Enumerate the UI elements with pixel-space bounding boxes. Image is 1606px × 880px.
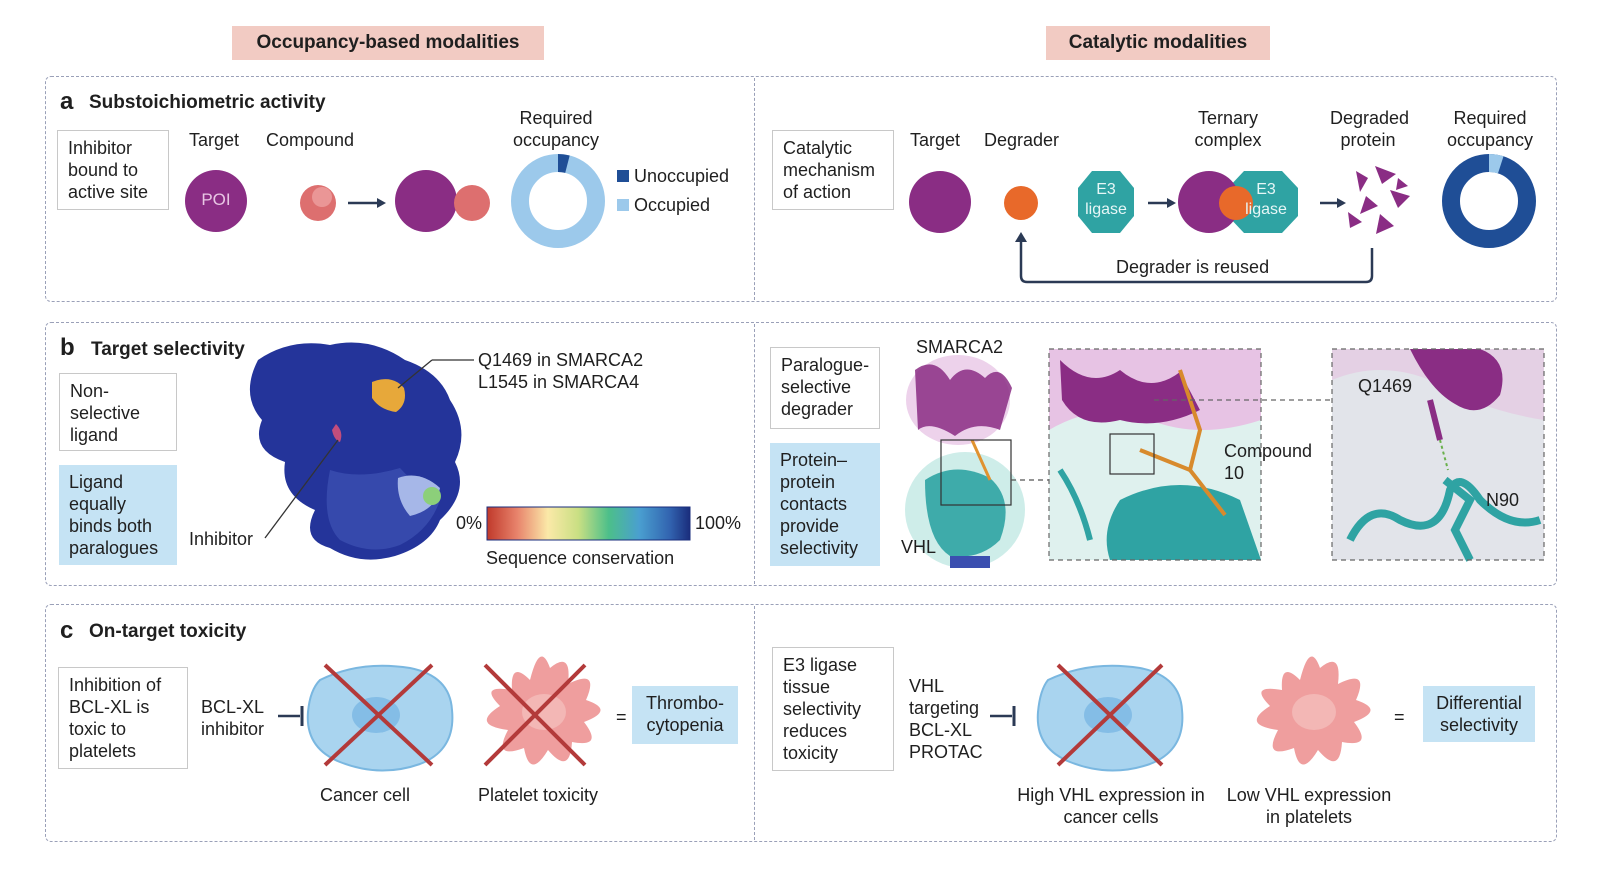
scale-title-label: Sequence conservation xyxy=(486,548,675,568)
scale-min-label: 0% xyxy=(456,513,483,533)
q1469-label: Q1469 xyxy=(1358,376,1413,396)
paralogue-selective-box: Paralogue-selective degrader xyxy=(770,347,880,429)
panel-a-title: Substoichiometric activity xyxy=(89,92,326,113)
target-label-right: Target xyxy=(910,130,961,150)
structure-zoom xyxy=(1048,348,1332,561)
ternary-e3-hexagon xyxy=(1228,171,1298,233)
poi-bound-circle xyxy=(395,170,457,232)
degraded-protein-label: Degraded protein xyxy=(1330,108,1410,150)
vhl-label: VHL xyxy=(901,537,937,557)
reuse-loop-arrow xyxy=(1019,240,1374,284)
n90-label: N90 xyxy=(1486,490,1520,510)
panel-b-letter: b xyxy=(60,334,75,361)
panel-a-letter: a xyxy=(60,88,74,115)
smarca2-label: SMARCA2 xyxy=(916,337,1004,357)
residue-label-1: Q1469 in SMARCA2 xyxy=(478,350,644,370)
equals-right: = xyxy=(1394,707,1405,727)
ternary-complex-label: Ternary complex xyxy=(1194,108,1262,150)
panel-b-frame xyxy=(45,322,1557,586)
poi-text: POI xyxy=(201,190,231,209)
panel-c-title: On-target toxicity xyxy=(89,621,247,642)
platelet-toxicity-label: Platelet toxicity xyxy=(478,785,599,805)
e3-tissue-selectivity-box: E3 ligase tissue selectivity reduces tox… xyxy=(772,647,894,771)
degrader-circle xyxy=(1004,186,1038,220)
panel-c-letter: c xyxy=(60,617,74,644)
structure-detail xyxy=(1331,348,1545,562)
residue-highlight xyxy=(372,379,405,412)
bclxl-toxic-box: Inhibition of BCL-XL is toxic to platele… xyxy=(58,667,188,769)
compound-bound-circle xyxy=(454,185,490,221)
thrombocytopenia-box: Thrombo-cytopenia xyxy=(632,686,738,744)
protein-contacts-box: Protein–protein contacts provide selecti… xyxy=(770,443,880,566)
required-occupancy-label-left: Required occupancy xyxy=(512,108,600,150)
occupancy-donut-right xyxy=(1442,154,1536,248)
target-circle-right xyxy=(909,171,971,233)
panel-a-frame xyxy=(45,76,1557,302)
non-selective-ligand-box: Non-selective ligand xyxy=(59,373,177,451)
panel-c-frame xyxy=(45,604,1557,842)
required-occupancy-label-right: Required occupancy xyxy=(1446,108,1534,150)
legend-unoccupied-label: Unoccupied xyxy=(634,166,730,186)
ternary-target-circle xyxy=(1178,171,1240,233)
legend-occupied-swatch xyxy=(617,199,629,211)
protac-label: VHL targeting BCL-XL PROTAC xyxy=(909,676,983,762)
structure-overview xyxy=(905,355,1049,568)
poi-circle xyxy=(185,170,247,232)
header-catalytic: Catalytic modalities xyxy=(1046,26,1270,60)
ligand-equally-binds-box: Ligand equally binds both paralogues xyxy=(59,465,177,565)
equals-left: = xyxy=(616,707,627,727)
compound-label: Compound xyxy=(266,130,355,150)
e3-ligase-text: E3 ligase xyxy=(1085,181,1127,218)
header-occupancy: Occupancy-based modalities xyxy=(232,26,544,60)
low-vhl-label: Low VHL expression in platelets xyxy=(1226,785,1392,827)
target-label-left: Target xyxy=(189,130,240,150)
compound-10-label: Compound 10 xyxy=(1224,441,1313,483)
degraded-protein-fragments xyxy=(1348,166,1410,234)
panel-b-divider xyxy=(754,324,755,584)
ternary-degrader-circle xyxy=(1219,186,1253,220)
degrader-label: Degrader xyxy=(984,130,1060,150)
residue-label-2: L1545 in SMARCA4 xyxy=(478,372,640,392)
occupancy-donut-left xyxy=(511,154,605,248)
inhibitor-label: Inhibitor xyxy=(189,529,254,549)
panel-c-divider xyxy=(754,606,755,840)
cancer-cell-label: Cancer cell xyxy=(320,785,411,805)
bclxl-inhibitor-label: BCL-XL inhibitor xyxy=(201,697,265,739)
legend-occupied-label: Occupied xyxy=(634,195,711,215)
conservation-colorbar xyxy=(486,506,691,541)
high-vhl-label: High VHL expression in cancer cells xyxy=(1017,785,1205,827)
catalytic-mechanism-box: Catalytic mechanism of action xyxy=(772,130,894,210)
scale-max-label: 100% xyxy=(695,513,742,533)
panel-b-title: Target selectivity xyxy=(91,339,245,360)
e3-ligase-hexagon xyxy=(1078,171,1134,233)
reuse-label: Degrader is reused xyxy=(1116,257,1270,277)
differential-selectivity-box: Differential selectivity xyxy=(1423,686,1535,742)
inhibitor-bound-box: Inhibitor bound to active site xyxy=(57,130,169,210)
legend-unoccupied-swatch xyxy=(617,170,629,182)
ternary-e3-text: E3 ligase xyxy=(1245,181,1287,218)
panel-a-divider xyxy=(754,78,755,300)
